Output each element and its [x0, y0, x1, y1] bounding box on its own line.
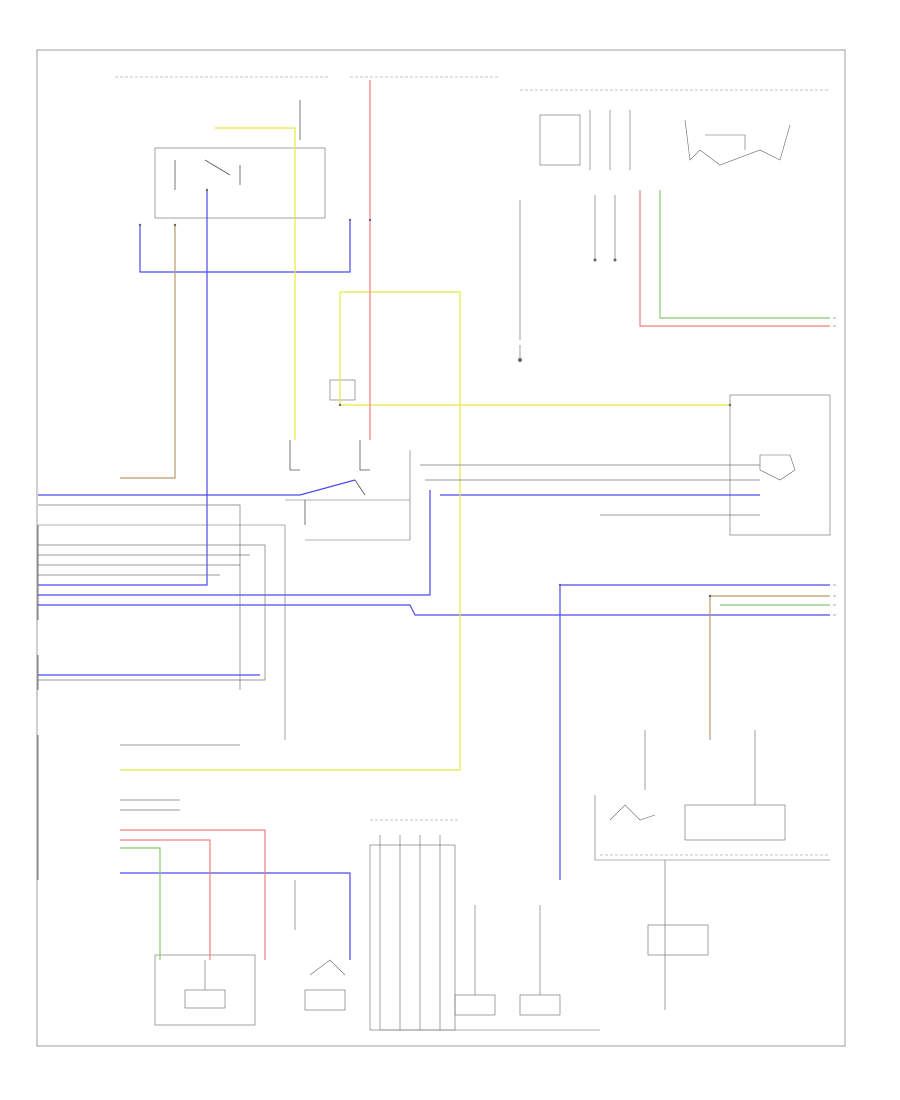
gray-wires — [38, 195, 760, 1010]
wire-tan-left — [120, 225, 176, 479]
connector-pins — [138, 188, 732, 598]
wire-yellow-inner — [339, 292, 730, 406]
wire-blue-mid — [38, 479, 356, 496]
wire-blue-branch — [38, 490, 431, 596]
wire-blue-left-drop — [38, 190, 208, 586]
green-wires — [120, 190, 830, 960]
yellow-wires — [120, 127, 730, 771]
fuse-box-region — [115, 76, 500, 219]
middle-switches — [285, 379, 411, 541]
page-frame — [36, 49, 846, 1047]
auto-light-sensor — [154, 954, 346, 1026]
wire-yellow-top — [215, 127, 296, 440]
wire-pink-top — [639, 190, 830, 327]
transmission-switch — [594, 795, 830, 956]
left-module — [37, 524, 286, 880]
wire-green-sensor — [120, 847, 161, 960]
tan-wires — [120, 225, 830, 740]
wire-pink-sensor — [120, 829, 266, 960]
lamp-units — [454, 905, 561, 1016]
terminal-marks — [833, 317, 836, 616]
switch-block — [369, 819, 600, 1031]
wire-red-sensor — [120, 839, 211, 960]
relay-region — [520, 89, 830, 170]
blue-wires — [38, 190, 830, 960]
pink-wires — [120, 80, 830, 960]
wire-blue-sensor — [120, 872, 351, 960]
wire-blue-lower — [38, 604, 830, 616]
wire-blue-top — [139, 220, 351, 273]
wire-green-top — [659, 190, 830, 319]
wire-yellow-box — [120, 291, 461, 771]
